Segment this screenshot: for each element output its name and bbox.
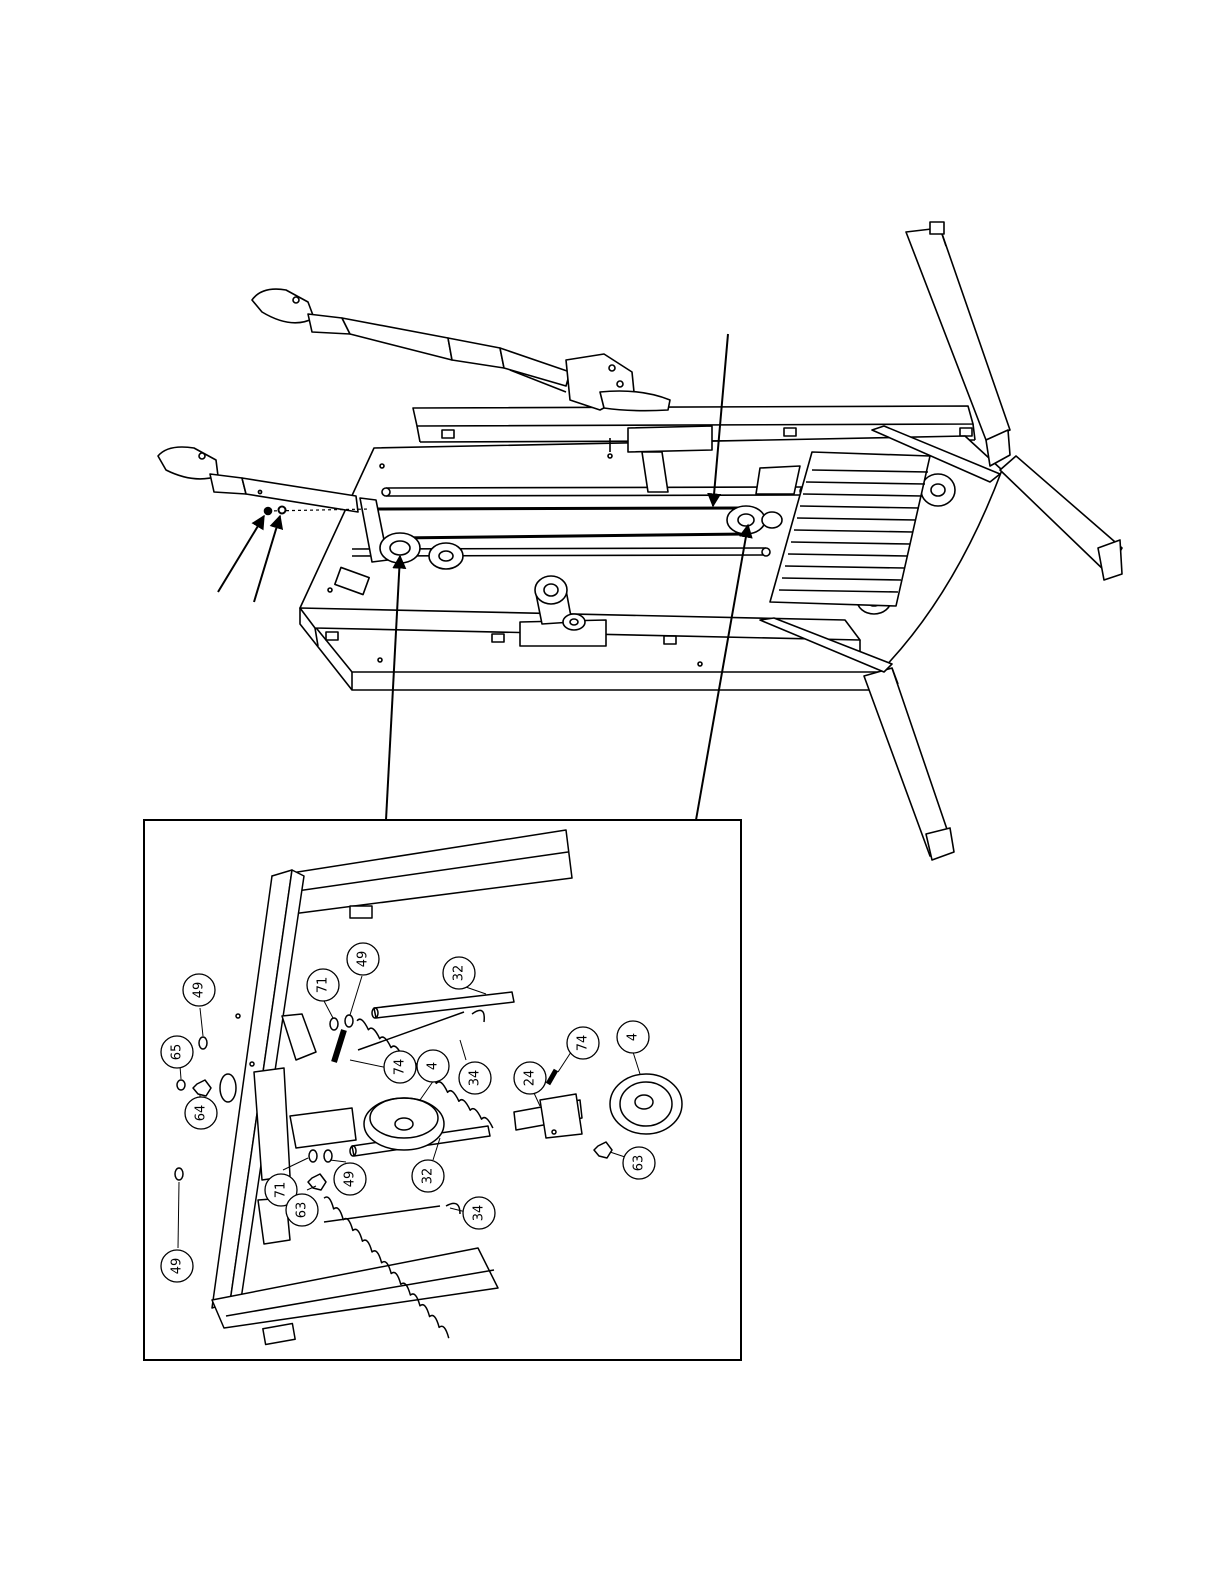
callout-label: 4 <box>426 1062 441 1070</box>
right-pulley <box>610 1074 682 1134</box>
callout-label: 49 <box>356 951 371 968</box>
lower-press-arm <box>158 447 358 512</box>
washer-b-icon <box>279 507 286 514</box>
callout-label: 24 <box>523 1070 538 1087</box>
callout-label: 71 <box>274 1182 289 1199</box>
upper-leg <box>906 222 1010 466</box>
gym-machine-overview <box>158 222 1122 860</box>
callout-label: 71 <box>316 977 331 994</box>
callout-label: 65 <box>170 1044 185 1061</box>
callout-label: 4 <box>626 1033 641 1041</box>
upper-press-arm <box>252 289 670 411</box>
callout-label: 64 <box>194 1105 209 1122</box>
callout-label: 49 <box>343 1171 358 1188</box>
callout-label: 63 <box>632 1155 647 1172</box>
callout-label: 74 <box>576 1035 591 1052</box>
callout-label: 49 <box>170 1258 185 1275</box>
right-foot <box>1000 456 1122 580</box>
callout-label: 34 <box>472 1205 487 1222</box>
washer-a-icon <box>265 508 272 515</box>
callout-label: 74 <box>393 1059 408 1076</box>
callout-label: 32 <box>452 965 467 982</box>
callout-label: 49 <box>192 982 207 999</box>
callout-label: 32 <box>421 1168 436 1185</box>
callout-label: 34 <box>468 1070 483 1087</box>
callout-label: 63 <box>295 1202 310 1219</box>
lower-leg <box>864 668 954 860</box>
center-pulley <box>364 1098 444 1150</box>
